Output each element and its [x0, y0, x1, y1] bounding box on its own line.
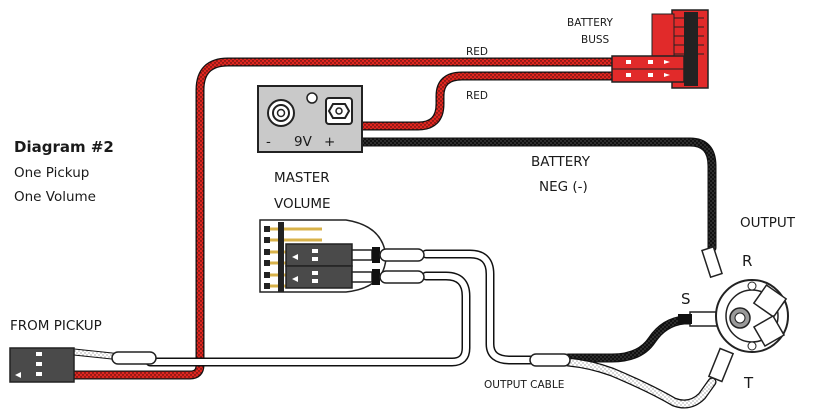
output-cable-plug	[529, 353, 571, 367]
battery-neg-label-2: NEG (-)	[539, 179, 588, 195]
battery-9v-icon	[257, 85, 363, 153]
red-wire-label-mid: RED	[466, 90, 488, 102]
red-wire-main	[69, 57, 625, 380]
output-cable-label: OUTPUT CABLE	[484, 379, 564, 391]
master-volume-label-1: MASTER	[274, 170, 330, 186]
white-wire-pot-output	[421, 249, 545, 365]
battery-plus-label: +	[324, 134, 335, 150]
output-label: OUTPUT	[740, 215, 796, 231]
output-cable-black	[563, 315, 695, 363]
from-pickup-label: FROM PICKUP	[10, 318, 102, 334]
battery-buss-label-2: BUSS	[581, 34, 610, 46]
battery-buss-label-1: BATTERY	[567, 17, 613, 29]
jack-r-label: R	[742, 252, 752, 270]
battery-voltage-label: 9V	[294, 134, 313, 150]
output-cable-shield	[563, 357, 717, 409]
diagram-subtitle-1: One Pickup	[14, 165, 89, 181]
red-wire-label-top: RED	[466, 46, 488, 58]
jack-s-label: S	[681, 290, 691, 308]
jack-t-label: T	[743, 374, 754, 392]
red-wire-battery	[357, 71, 625, 131]
pickup-connector-icon	[9, 347, 157, 383]
battery-neg-label-1: BATTERY	[531, 154, 591, 170]
battery-buss-icon	[611, 9, 709, 89]
white-wire-pickup	[145, 271, 471, 367]
output-jack-icon	[678, 245, 789, 383]
battery-minus-label: -	[266, 134, 271, 150]
volume-pot-icon	[259, 219, 425, 293]
black-wire-battery-neg	[357, 137, 717, 253]
master-volume-label-2: VOLUME	[274, 196, 331, 212]
diagram-subtitle-2: One Volume	[14, 189, 96, 205]
diagram-title: Diagram #2	[14, 138, 114, 156]
